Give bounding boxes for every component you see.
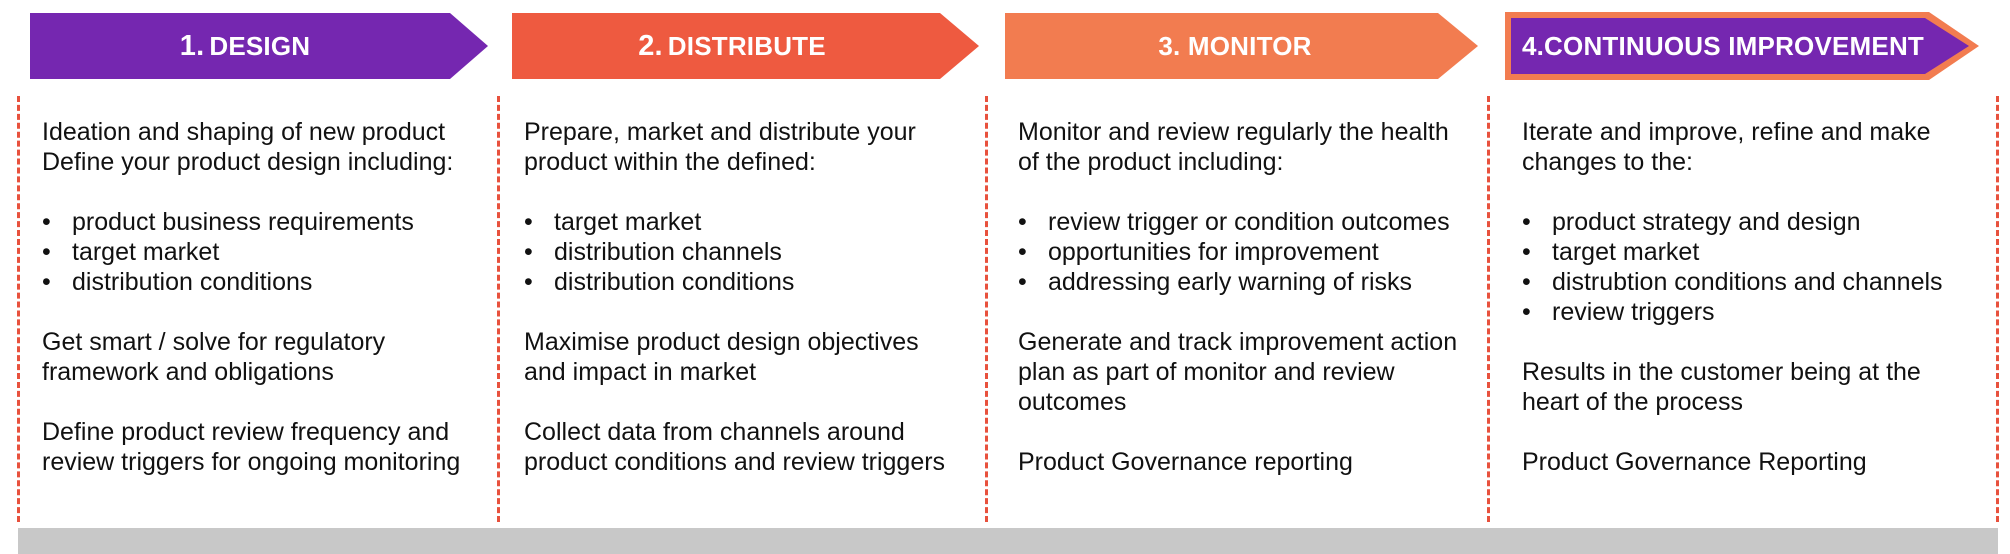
stage-arrow-monitor: 3. MONITOR xyxy=(1005,13,1480,79)
list-item: distrubtion conditions and channels xyxy=(1522,267,1992,297)
divider-design-distribute xyxy=(497,96,500,522)
stage-name: DESIGN xyxy=(209,30,311,61)
stage-title-distribute: 2. DISTRIBUTE xyxy=(512,13,952,79)
text-line: Monitor and review regularly the health xyxy=(1018,118,1449,146)
text-line: Maximise product design objectives xyxy=(524,328,919,356)
text-line: Product Governance Reporting xyxy=(1522,448,1867,476)
text-line: product conditions and review triggers xyxy=(524,448,946,476)
stage-content-monitor: Monitor and review regularly the health … xyxy=(1018,117,1483,477)
list-item: review trigger or condition outcomes xyxy=(1018,207,1483,237)
stage-title-monitor: 3. MONITOR xyxy=(1005,13,1465,79)
text-line: Results in the customer being at the xyxy=(1522,358,1921,386)
text-line: Collect data from channels around xyxy=(524,418,905,446)
list-item: product strategy and design xyxy=(1522,207,1992,237)
text-line: Iterate and improve, refine and make xyxy=(1522,118,1931,146)
stage-name: 4.CONTINUOUS IMPROVEMENT xyxy=(1521,30,1925,61)
stage-arrow-distribute: 2. DISTRIBUTE xyxy=(512,13,982,79)
text-line: of the product including: xyxy=(1018,148,1284,176)
bullet-list: target market distribution channels dist… xyxy=(524,207,979,297)
stage-number: 2. xyxy=(638,29,663,62)
text-line: heart of the process xyxy=(1522,388,1743,416)
list-item: opportunities for improvement xyxy=(1018,237,1483,267)
stage-content-distribute: Prepare, market and distribute your prod… xyxy=(524,117,979,477)
list-item: review triggers xyxy=(1522,297,1992,327)
arrow-shape-distribute xyxy=(512,13,979,79)
stage-content-continuous-improvement: Iterate and improve, refine and make cha… xyxy=(1522,117,1992,477)
stage-arrow-design: 1. DESIGN xyxy=(30,13,490,79)
arrow-shape-design xyxy=(30,13,488,79)
divider-right xyxy=(1996,96,1999,522)
stage-number: 1. xyxy=(179,29,205,62)
list-item: target market xyxy=(524,207,979,237)
text-line: plan as part of monitor and review xyxy=(1018,358,1395,386)
list-item: addressing early warning of risks xyxy=(1018,267,1483,297)
list-item: product business requirements xyxy=(42,207,492,237)
divider-distribute-monitor xyxy=(985,96,988,522)
list-item: target market xyxy=(42,237,492,267)
text-line: Prepare, market and distribute your xyxy=(524,118,916,146)
bullet-list: product business requirements target mar… xyxy=(42,207,492,297)
list-item: target market xyxy=(1522,237,1992,267)
text-line: Define product review frequency and xyxy=(42,418,450,446)
stage-title-continuous-improvement: 4.CONTINUOUS IMPROVEMENT xyxy=(1503,10,1943,82)
text-line: Define your product design including: xyxy=(42,148,454,176)
text-line: Generate and track improvement action xyxy=(1018,328,1458,356)
stage-title-design: 1. DESIGN xyxy=(30,13,460,79)
arrow-shape-continuous-improvement xyxy=(1505,12,1979,80)
stage-name: DISTRIBUTE xyxy=(667,30,826,61)
text-line: Get smart / solve for regulatory xyxy=(42,328,386,356)
list-item: distribution channels xyxy=(524,237,979,267)
stage-content-design: Ideation and shaping of new product Defi… xyxy=(42,117,492,477)
text-line: and impact in market xyxy=(524,358,757,386)
text-line: review triggers for ongoing monitoring xyxy=(42,448,461,476)
divider-left xyxy=(17,96,20,522)
divider-monitor-improvement xyxy=(1487,96,1490,522)
bullet-list: review trigger or condition outcomes opp… xyxy=(1018,207,1483,297)
stage-name: 3. MONITOR xyxy=(1158,30,1312,61)
text-line: framework and obligations xyxy=(42,358,334,386)
stage-arrow-continuous-improvement: 4.CONTINUOUS IMPROVEMENT xyxy=(1503,10,1983,82)
text-line: outcomes xyxy=(1018,388,1127,416)
text-line: Product Governance reporting xyxy=(1018,448,1353,476)
bullet-list: product strategy and design target marke… xyxy=(1522,207,1992,327)
arrow-shape-monitor xyxy=(1005,13,1478,79)
text-line: changes to the: xyxy=(1522,148,1693,176)
text-line: product within the defined: xyxy=(524,148,816,176)
list-item: distribution conditions xyxy=(524,267,979,297)
list-item: distribution conditions xyxy=(42,267,492,297)
text-line: Ideation and shaping of new product xyxy=(42,118,446,146)
bottom-bar xyxy=(18,528,1998,554)
